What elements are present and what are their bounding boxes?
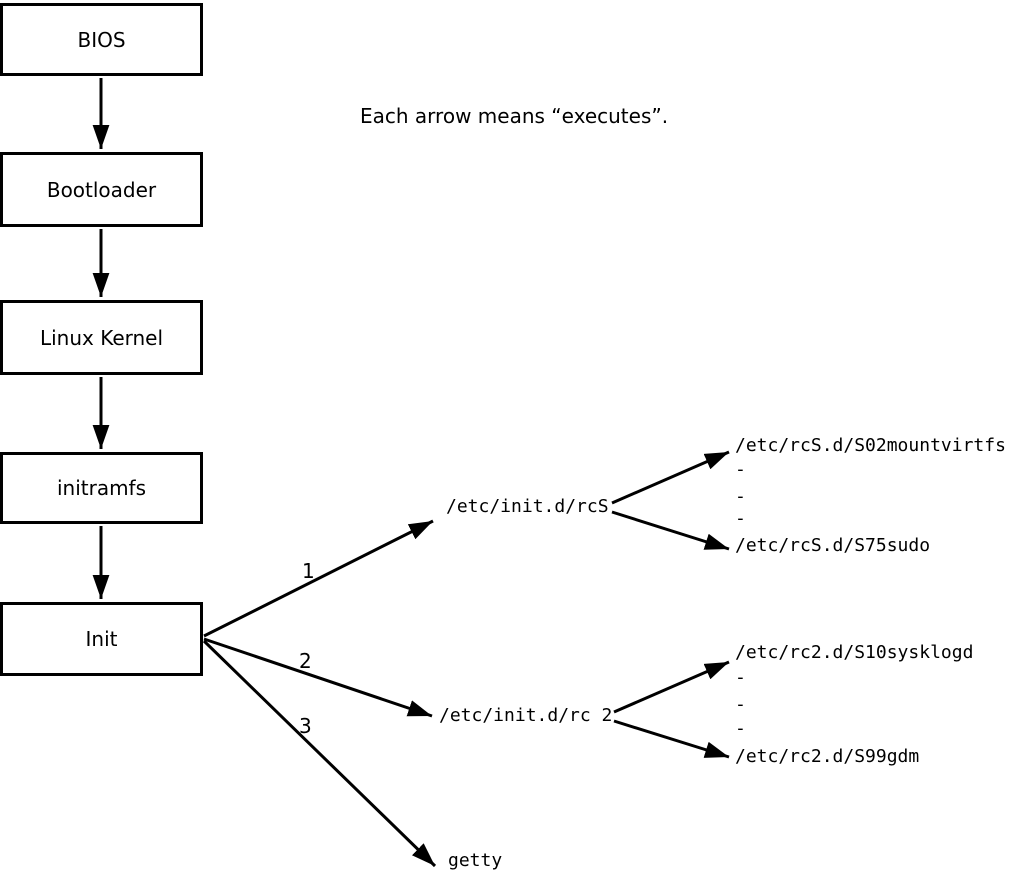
rc2-child-path: /etc/rc2.d/S99gdm <box>735 746 920 767</box>
box-bootloader-label: Bootloader <box>46 177 157 202</box>
arrow-init-to-rc2 <box>203 637 433 718</box>
ellipsis-dash: - <box>735 508 746 529</box>
rc2-child-path: /etc/rc2.d/S10sysklogd <box>735 642 974 663</box>
target-rcs-path: /etc/init.d/rcS <box>446 496 609 517</box>
box-linux-kernel: Linux Kernel <box>0 300 203 375</box>
arrow-rc2-to-s99gdm <box>613 719 730 759</box>
branch-2-number: 2 <box>299 649 312 673</box>
ellipsis-dash: - <box>735 718 746 739</box>
box-init: Init <box>0 602 203 676</box>
arrow-init-to-getty <box>202 639 437 868</box>
box-init-label: Init <box>85 627 118 651</box>
ellipsis-dash: - <box>735 459 746 480</box>
box-initramfs: initramfs <box>0 452 203 524</box>
branch-1-number: 1 <box>302 559 315 583</box>
box-bootloader: Bootloader <box>0 152 203 227</box>
box-initramfs-label: initramfs <box>56 476 147 500</box>
ellipsis-dash: - <box>735 694 746 715</box>
target-rc2-path: /etc/init.d/rc 2 <box>439 705 613 726</box>
arrow-rcs-to-s75sudo <box>611 510 730 551</box>
arrow-rcs-to-s02mountvirtfs <box>611 450 730 505</box>
legend-note: Each arrow means “executes”. <box>360 104 669 128</box>
branch-3-number: 3 <box>299 714 312 738</box>
box-bios: BIOS <box>0 3 203 76</box>
box-linux-kernel-label: Linux Kernel <box>39 325 164 350</box>
arrow-rc2-to-s10sysklogd <box>613 660 730 714</box>
ellipsis-dash: - <box>735 667 746 688</box>
rcs-child-path: /etc/rcS.d/S02mountvirtfs <box>735 435 1006 456</box>
target-getty: getty <box>448 850 503 871</box>
arrow-init-to-rcs <box>203 519 434 638</box>
rcs-child-path: /etc/rcS.d/S75sudo <box>735 535 931 556</box>
ellipsis-dash: - <box>735 486 746 507</box>
box-bios-label: BIOS <box>77 27 126 52</box>
